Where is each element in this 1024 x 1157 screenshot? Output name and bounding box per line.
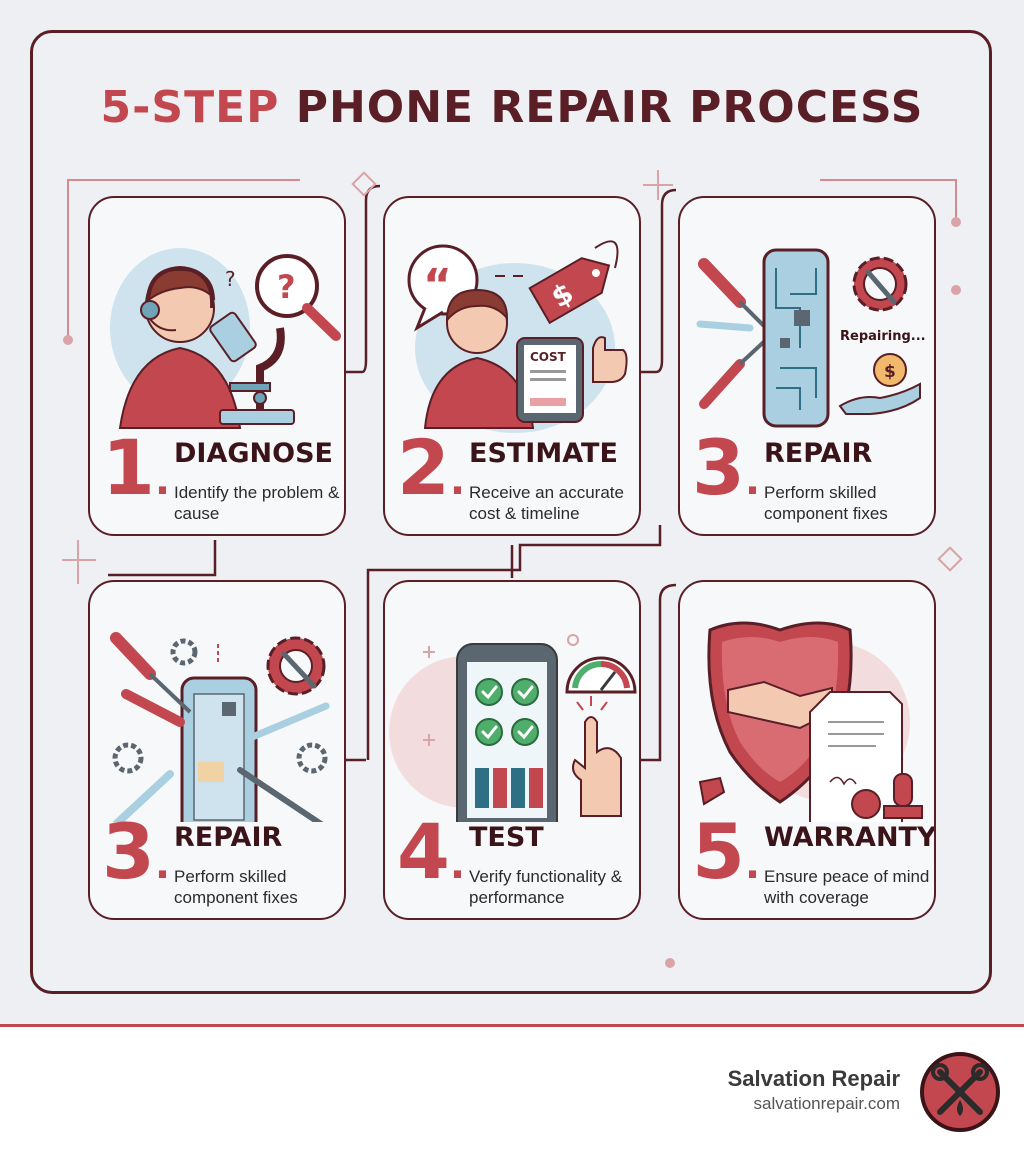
stamp-icon <box>883 773 923 819</box>
step-card-repair-top: Repairing... $ 3. REPAIR Perform skilled… <box>678 196 936 536</box>
step-number: 3. <box>692 423 761 512</box>
tools-logo-icon <box>920 1052 1000 1132</box>
step-description: Ensure peace of mind with coverage <box>764 867 930 907</box>
tap-hand-icon <box>572 696 622 817</box>
speed-gauge-icon <box>565 656 637 694</box>
question-magnifier-icon: ? <box>255 254 341 341</box>
certificate-icon <box>809 691 903 822</box>
step-number: 1. <box>102 423 171 512</box>
microscope-icon <box>209 311 295 425</box>
svg-text:“: “ <box>423 260 452 311</box>
gear-icon <box>112 636 328 774</box>
brand-block: Salvation Repair salvationrepair.com <box>728 1066 900 1114</box>
circuit-phone-icon <box>762 248 830 428</box>
thumbs-up-icon <box>592 336 628 383</box>
gear-wrench-icon: Repairing... <box>840 256 926 344</box>
screwdriver-icon <box>696 258 772 409</box>
open-phone-icon <box>180 676 258 822</box>
step-card-diagnose: ? ? 1. DIAGNOSE Identify the problem & c… <box>88 196 346 536</box>
step-title: DIAGNOSE <box>174 438 333 469</box>
svg-text:$: $ <box>884 362 896 382</box>
step-description: Perform skilled component fixes <box>174 867 298 907</box>
step-description: Verify functionality & performance <box>469 867 623 907</box>
coin-hand-icon: $ <box>838 353 921 415</box>
tablet-label: COST <box>530 350 567 364</box>
cost-tablet-icon: COST <box>423 288 584 429</box>
brand-name: Salvation Repair <box>727 1066 900 1091</box>
step-title: REPAIR <box>174 822 283 853</box>
screwdriver-icon <box>110 632 192 822</box>
technician-headset-icon: ? <box>110 248 250 429</box>
price-tag-icon: $ <box>528 240 619 325</box>
step-title: REPAIR <box>764 438 873 469</box>
tweezers-icon <box>237 702 330 822</box>
step-number: 5. <box>692 807 761 896</box>
step-number: 2. <box>397 423 466 512</box>
svg-text:?: ? <box>225 267 236 291</box>
step-number: 4. <box>397 807 466 896</box>
page-title: 5-STEP PHONE REPAIR PROCESS <box>0 82 1024 133</box>
step-card-warranty: 5. WARRANTY Ensure peace of mind with co… <box>678 580 936 920</box>
brand-url[interactable]: salvationrepair.com <box>753 1094 900 1113</box>
step-description: Receive an accurate cost & timeline <box>469 483 624 523</box>
repair-status-label: Repairing... <box>840 329 926 344</box>
title-accent: 5-STEP <box>100 82 280 133</box>
step-number: 3. <box>102 807 171 896</box>
step-title: TEST <box>469 822 544 853</box>
step-card-repair-bottom: 3. REPAIR Perform skilled component fixe… <box>88 580 346 920</box>
svg-text:?: ? <box>277 268 296 306</box>
step-card-estimate: “ $ COST 2. ESTIMATE Receive an accurate… <box>383 196 641 536</box>
step-description: Perform skilled component fixes <box>764 483 888 523</box>
checklist-phone-icon <box>389 634 579 822</box>
step-title: WARRANTY <box>764 822 936 853</box>
step-description: Identify the problem & cause <box>174 483 340 523</box>
process-connectors <box>62 170 963 968</box>
step-title: ESTIMATE <box>469 438 618 469</box>
title-rest: PHONE REPAIR PROCESS <box>295 82 924 133</box>
step-card-test: 4. TEST Verify functionality & performan… <box>383 580 641 920</box>
footer <box>0 1024 1024 1157</box>
